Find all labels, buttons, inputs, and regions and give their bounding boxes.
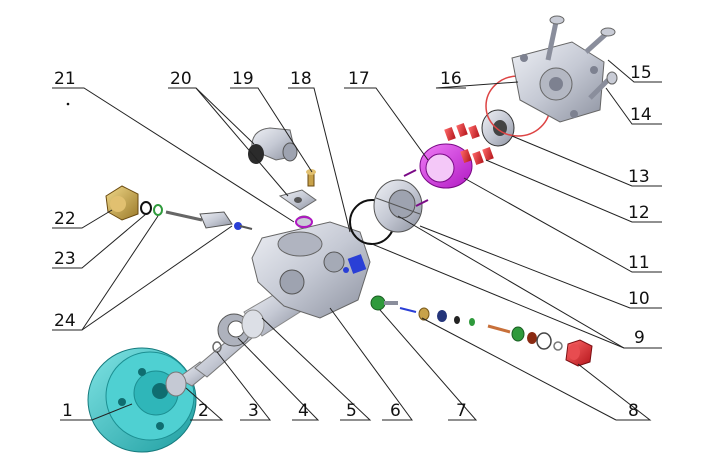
callout-15: 15 [630, 63, 652, 83]
callout-7: 7 [456, 401, 467, 421]
rotor-part [481, 109, 515, 147]
stray-dot [66, 102, 70, 106]
callout-16: 16 [440, 69, 462, 89]
callout-13: 13 [628, 167, 650, 187]
callout-24: 24 [54, 311, 76, 331]
cover-bolt-set-part [545, 15, 618, 100]
callout-22: 22 [54, 209, 76, 229]
callout-9: 9 [634, 328, 645, 348]
callout-6: 6 [390, 401, 401, 421]
cam-plate-part [373, 179, 423, 233]
callout-labels: 1 2 3 4 5 6 7 8 9 10 11 12 13 14 15 16 1… [54, 63, 652, 421]
callout-10: 10 [628, 289, 650, 309]
callout-23: 23 [54, 249, 76, 269]
callout-11: 11 [628, 253, 650, 273]
callout-2: 2 [198, 401, 209, 421]
callout-4: 4 [298, 401, 309, 421]
callout-1: 1 [62, 401, 73, 421]
port-seal-part [295, 216, 313, 228]
flow-control-valve-part [165, 210, 253, 230]
callout-19: 19 [232, 69, 254, 89]
purple-cam-ring-part [403, 143, 473, 207]
callout-14: 14 [630, 105, 652, 125]
callout-12: 12 [628, 203, 650, 223]
pump-housing-part [251, 215, 371, 319]
rear-cover-part [511, 41, 605, 123]
green-fitting-part [370, 295, 398, 311]
pulley-part [87, 347, 197, 453]
vane-set-part [444, 122, 494, 166]
black-oring-part [140, 201, 152, 215]
green-oring-part [153, 204, 163, 216]
valve-assembly-part [399, 307, 593, 367]
callout-18: 18 [290, 69, 312, 89]
callout-8: 8 [628, 401, 639, 421]
callout-5: 5 [346, 401, 357, 421]
callout-17: 17 [348, 69, 370, 89]
callout-21: 21 [54, 69, 76, 89]
fitting-screw-part [306, 169, 316, 187]
callout-3: 3 [248, 401, 259, 421]
leader-lines [52, 59, 662, 421]
callout-20: 20 [170, 69, 192, 89]
elbow-fitting-part [248, 127, 298, 164]
brass-connector-part [105, 185, 139, 221]
fitting-plate-part [278, 189, 317, 211]
